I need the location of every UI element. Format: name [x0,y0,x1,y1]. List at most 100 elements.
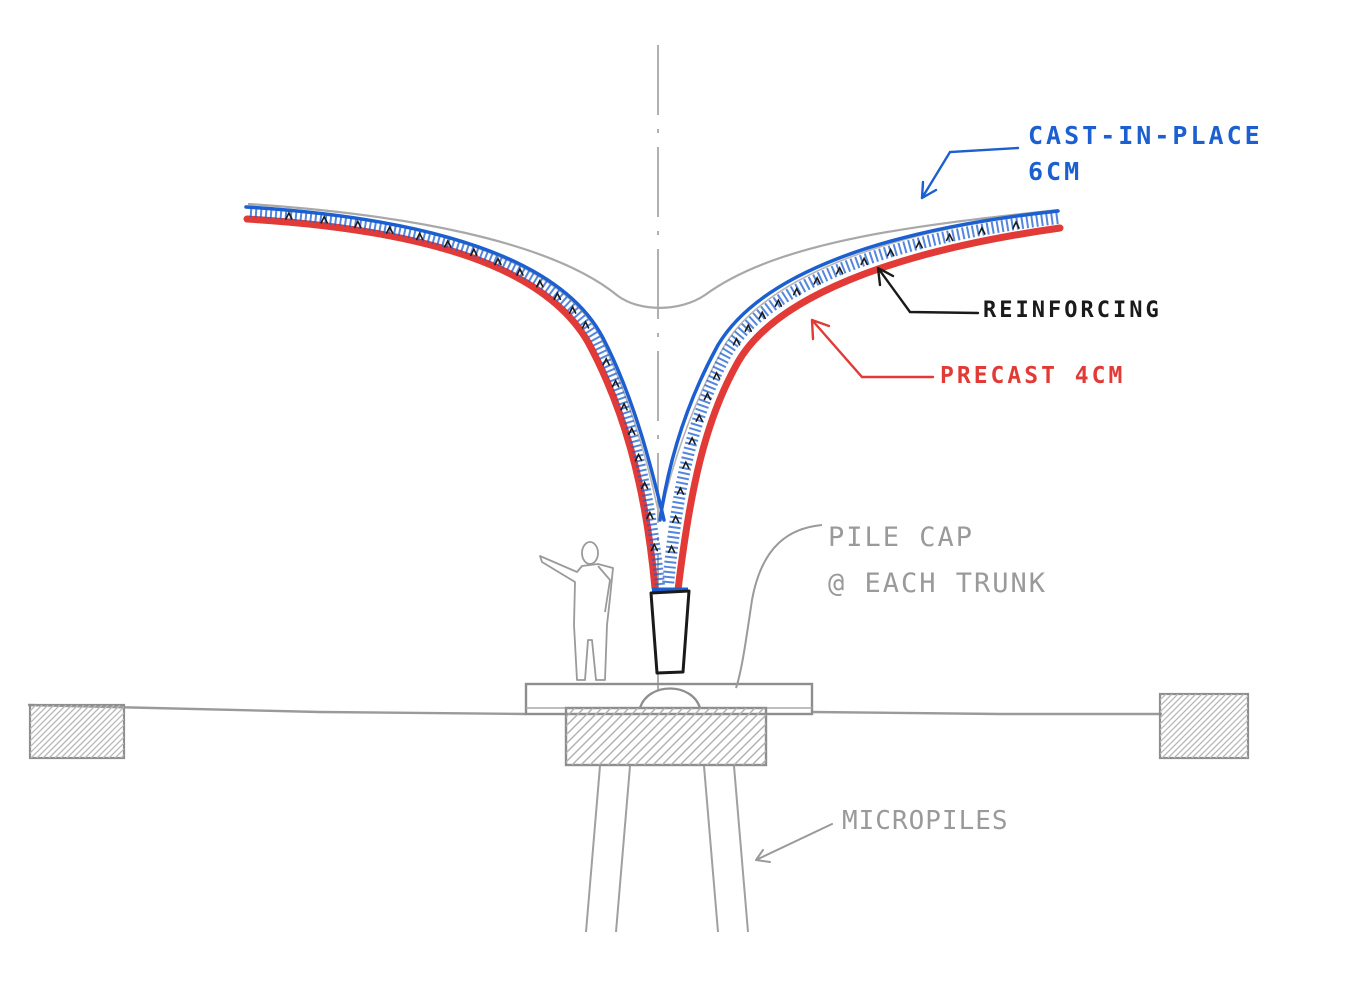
pile-cap-leader [735,524,823,689]
reinforcing-label: REINFORCING [983,298,1162,323]
hatch-line [1197,707,1248,758]
hatch-line [1185,695,1248,758]
base-slab [524,682,814,716]
hatch-line [1209,719,1248,758]
rebar-mark [860,256,868,266]
cast-in-place-label-line2: 6cm [1028,157,1083,186]
hatch-line [30,705,43,718]
hatch-line [742,741,766,765]
hatch-line [1160,694,1215,749]
hatch-line [598,708,657,765]
hatch-line [72,706,124,758]
trunk [649,589,691,675]
hatch-line [566,708,567,709]
hatch-line [1160,694,1203,737]
rebar-mark [758,310,767,320]
precast-leader [810,318,935,379]
trunk-bearing [638,687,702,709]
left-arm-precast-layer [243,215,659,592]
hatch-line [1160,694,1179,713]
rebar-mark [703,391,712,401]
right-arm-precast-layer [674,224,1064,594]
hatch-line [78,712,124,758]
hatch-line [625,708,684,765]
pile-cap-label-line2: @ EACH TRUNK [828,568,1048,599]
cast-in-place-leader [920,146,1020,200]
reinforcing-marks [285,211,1020,554]
rebar-mark [650,542,659,552]
pile-cap-label-line1: PILE CAP [828,522,975,553]
micropiles-label: MICROPILES [842,806,1009,836]
right-arm-cast-in-place-hatch [662,212,1059,586]
rebar-mark [470,247,478,257]
rebar-mark [744,323,753,333]
left-arm-cast-in-place-layer [244,205,666,522]
rebar-mark [568,305,577,314]
hatch-line [1203,713,1248,758]
left-arm-cast-in-place-hatch [249,207,665,586]
hatch-line [1233,743,1248,758]
hatch-line [1160,694,1197,731]
hatch-line [616,708,675,765]
hatch-line [84,718,124,758]
hatch-line [60,705,115,758]
hatch-line [661,708,720,765]
rebar-mark [712,371,721,380]
hatch-line [1161,694,1227,758]
hatch-line [66,705,121,758]
hatch-line [96,730,124,758]
cast-in-place-label-line1: CAST-IN-PLACE [1028,121,1263,150]
rebar-mark [1012,220,1020,229]
hatch-line [1221,731,1248,758]
umbrella-top-outline [247,202,1059,309]
rebar-mark [611,378,620,388]
rebar-mark [682,460,690,470]
hatch-line [1191,701,1248,758]
hatch-line [571,708,630,765]
rebar-mark [671,514,680,523]
hatch-line [634,708,693,765]
hatch-line [679,708,738,765]
rebar-mark [581,320,590,329]
rebar-mark [695,413,704,422]
hatch-line [706,708,765,765]
hatch-line [1160,694,1209,743]
rebar-mark [640,480,649,490]
rebar-mark [646,510,654,520]
rebar-mark [494,256,502,266]
hatch-line [1167,694,1233,758]
left-footing [28,703,126,760]
hatch-line [688,708,747,765]
rebar-mark [354,219,362,229]
hatch-line [30,705,79,754]
hatch-line [724,723,766,765]
hatch-line [697,708,756,765]
right-arm-pencil-outline [659,210,1059,521]
pile-cap [564,706,768,767]
rebar-mark [415,231,424,241]
rebar-mark [676,486,685,495]
rebar-mark [285,211,293,220]
reinforcing-leader [876,266,980,315]
hatch-line [580,708,639,765]
rebar-mark [443,239,452,248]
rebar-mark [915,239,923,249]
hatch-line [114,748,124,758]
rebar-mark [732,336,741,346]
hatch-line [54,705,109,758]
person-icon [539,541,614,681]
hatch-line [1215,725,1248,758]
hatch-line [760,759,766,765]
rebar-mark [792,286,801,296]
rebar-mark [602,357,611,366]
rebar-mark [667,544,676,554]
hatch-line [1239,749,1248,758]
hatch-line [1160,694,1191,725]
hatch-line [30,705,85,758]
hatch-line [30,705,73,748]
hatch-line [108,742,124,758]
rebar-mark [886,247,895,257]
hatch-line [566,708,594,736]
hatch-line [48,705,103,758]
